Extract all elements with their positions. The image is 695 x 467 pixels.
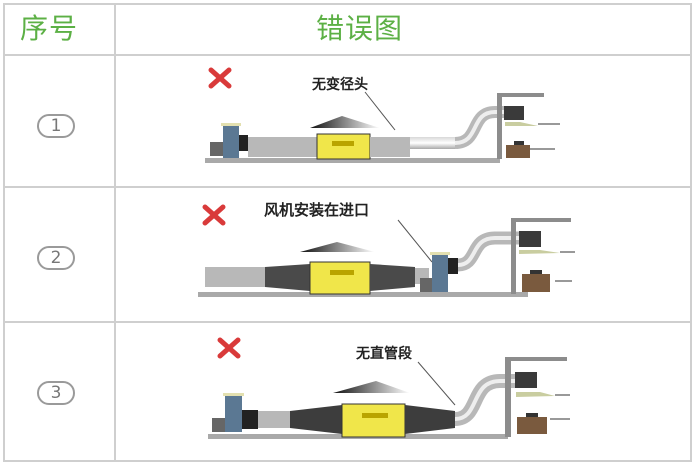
oil-hood-mark [300, 242, 375, 252]
hood [504, 106, 524, 120]
row-divider [3, 186, 692, 188]
duct [370, 137, 410, 157]
purifier [341, 403, 406, 438]
red-x-icon [208, 67, 232, 89]
pointer-line [417, 361, 456, 406]
row-index-3: 3 [37, 381, 75, 405]
hood [519, 231, 541, 247]
header-index: 序号 [20, 12, 79, 45]
column-divider [114, 3, 116, 462]
caption-2: 风机安装在进口 [264, 201, 369, 219]
row-index-1: 1 [37, 114, 75, 138]
duct [258, 411, 290, 428]
motor [420, 278, 434, 292]
stove [517, 417, 547, 434]
oil-hood-mark [333, 381, 410, 393]
flexible-joint [242, 410, 258, 429]
duct [205, 267, 265, 287]
motor [210, 142, 224, 156]
caption-3: 无直管段 [355, 345, 412, 362]
reducer [265, 264, 310, 291]
wall [505, 357, 511, 437]
header-error-diagram: 错误图 [316, 12, 404, 45]
round-duct [410, 137, 455, 149]
reducer [370, 264, 415, 291]
pointer-line [397, 219, 433, 263]
error-table [3, 3, 692, 462]
fan [432, 255, 448, 292]
fan [223, 126, 239, 158]
wall [497, 93, 502, 159]
diagram-row-1: 无变径头 [205, 67, 560, 163]
pointer-line [364, 91, 396, 131]
fan [225, 396, 242, 432]
duct [248, 137, 318, 157]
reducer [290, 405, 342, 434]
purifier [316, 133, 371, 160]
wall [511, 218, 516, 294]
row-divider [3, 321, 692, 323]
oil-hood-mark [310, 116, 380, 128]
reducer [405, 405, 455, 434]
red-x-icon [217, 337, 241, 359]
stove [506, 145, 530, 158]
stove [522, 274, 550, 292]
diagram-row-2: 风机安装在进口 [198, 201, 575, 297]
motor [212, 418, 226, 432]
purifier [309, 261, 371, 295]
red-x-icon [202, 204, 226, 226]
hood [515, 372, 537, 388]
diagram-row-3: 无直管段 [208, 337, 570, 439]
row-divider [3, 54, 692, 56]
floor [205, 158, 500, 163]
row-index-2: 2 [37, 246, 75, 270]
caption-1: 无变径头 [311, 76, 368, 93]
